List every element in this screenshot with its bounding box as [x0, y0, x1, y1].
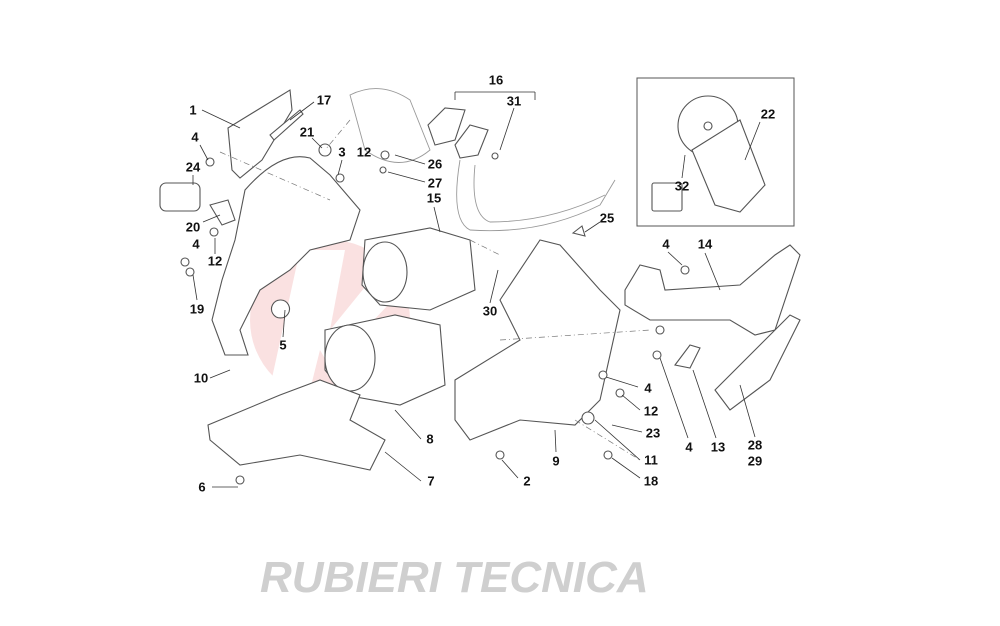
callout-6[interactable]: 6	[198, 479, 206, 495]
part-1-panel	[227, 89, 293, 179]
callout-21[interactable]: 21	[299, 124, 315, 140]
part-5-bush	[270, 299, 291, 319]
callout-11[interactable]: 11	[644, 452, 658, 468]
callout-8[interactable]: 8	[426, 431, 434, 447]
callout-4[interactable]: 4	[685, 439, 693, 455]
callout-5[interactable]: 5	[279, 337, 287, 353]
bracket-16	[454, 91, 536, 100]
callout-29[interactable]: 29	[747, 453, 763, 469]
callout-10[interactable]: 10	[193, 370, 209, 386]
callout-24[interactable]: 24	[185, 159, 201, 175]
part-14-bracket	[624, 244, 801, 336]
callout-30[interactable]: 30	[482, 303, 498, 319]
bolts	[180, 143, 690, 485]
headlight-shell-ghost	[349, 88, 616, 232]
callout-18[interactable]: 18	[643, 473, 659, 489]
callout-26[interactable]: 26	[427, 156, 443, 172]
leader-lines	[192, 101, 761, 488]
callout-14[interactable]: 14	[697, 236, 713, 252]
part-16-lens	[427, 107, 466, 146]
callout-4[interactable]: 4	[191, 129, 199, 145]
callout-32[interactable]: 32	[674, 178, 690, 194]
part-24-rubber	[159, 182, 201, 212]
callout-12[interactable]: 12	[356, 144, 372, 160]
callout-13[interactable]: 13	[710, 439, 726, 455]
part-16-cover	[454, 124, 489, 159]
part-15-headlight-upper	[361, 227, 476, 311]
part-20-clip	[209, 199, 236, 226]
callout-16[interactable]: 16	[488, 72, 504, 88]
callout-4[interactable]: 4	[192, 236, 200, 252]
callout-22[interactable]: 22	[760, 106, 776, 122]
callout-9[interactable]: 9	[552, 453, 560, 469]
inset-instrument-panel	[636, 77, 795, 227]
callout-15[interactable]: 15	[426, 190, 442, 206]
callout-2[interactable]: 2	[523, 473, 531, 489]
callout-25[interactable]: 25	[599, 210, 615, 226]
fairing-bracket	[211, 156, 361, 356]
assembly-lines	[219, 119, 651, 461]
part-28-plate	[714, 314, 801, 411]
callout-7[interactable]: 7	[427, 473, 435, 489]
part-17-strip	[269, 109, 304, 141]
callout-20[interactable]: 20	[185, 219, 201, 235]
part-13-reflector	[674, 344, 701, 369]
callout-4[interactable]: 4	[644, 380, 652, 396]
callout-3[interactable]: 3	[338, 144, 346, 160]
callout-4[interactable]: 4	[662, 236, 670, 252]
part-8-headlight-lower	[324, 314, 446, 406]
callout-12[interactable]: 12	[643, 403, 659, 419]
callout-28[interactable]: 28	[747, 437, 763, 453]
callout-31[interactable]: 31	[506, 93, 522, 109]
callout-1[interactable]: 1	[189, 102, 197, 118]
callout-12[interactable]: 12	[207, 253, 223, 269]
part-9-subframe	[454, 239, 621, 441]
callout-27[interactable]: 27	[427, 175, 443, 191]
part-7-lower-cover	[207, 379, 386, 471]
callout-17[interactable]: 17	[316, 92, 332, 108]
watermark-text: RUBIERI TECNICA	[260, 553, 649, 602]
callout-19[interactable]: 19	[189, 301, 205, 317]
callout-23[interactable]: 23	[645, 425, 661, 441]
